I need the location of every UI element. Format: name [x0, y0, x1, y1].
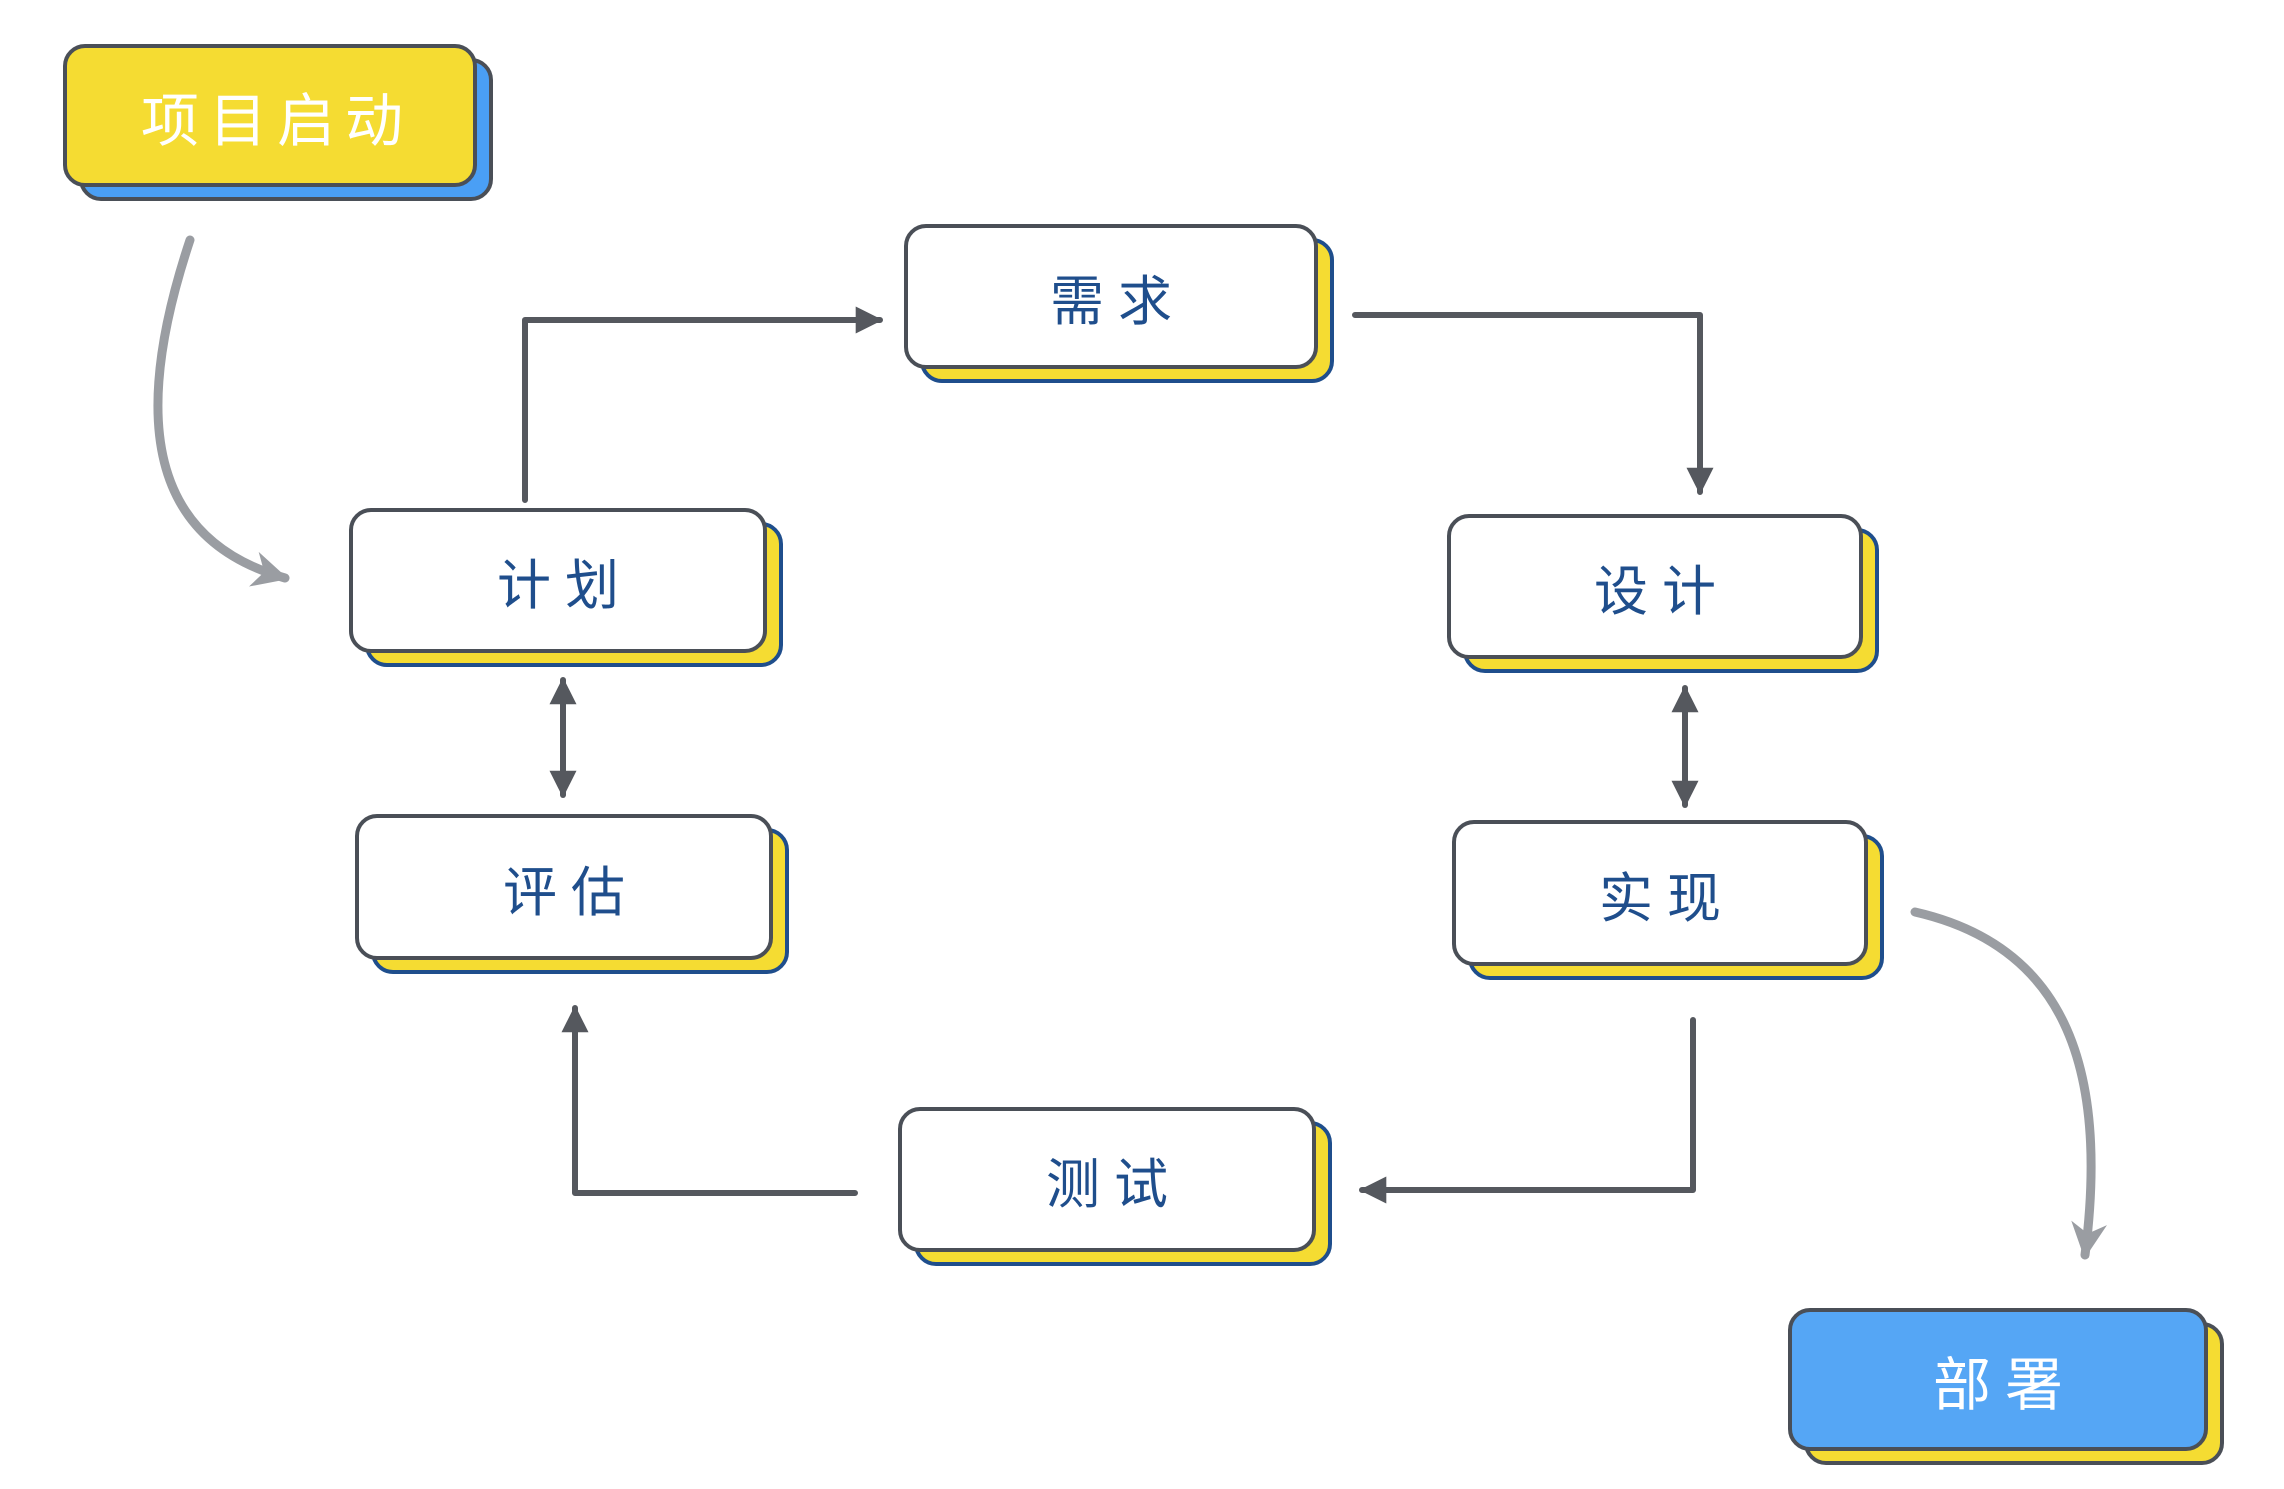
node-design: 设计	[1447, 514, 1879, 673]
node-box: 评估	[355, 814, 773, 960]
arrow-start-to-plan	[153, 235, 290, 587]
node-box: 测试	[898, 1107, 1316, 1252]
node-implement-label: 实现	[1599, 866, 1735, 930]
node-start: 项目启动	[63, 44, 493, 201]
node-box: 项目启动	[63, 44, 477, 187]
arrow-requirements-to-design	[1352, 312, 1714, 495]
arrow-implement-to-test	[1359, 1017, 1696, 1204]
node-box: 计划	[349, 508, 767, 653]
node-test-label: 测试	[1046, 1153, 1182, 1216]
node-box: 实现	[1452, 820, 1868, 966]
arrow-implement-to-deploy	[1910, 907, 2107, 1260]
node-box: 设计	[1447, 514, 1863, 659]
node-plan-label: 计划	[497, 554, 633, 617]
node-plan: 计划	[349, 508, 783, 667]
arrow-test-to-evaluate	[561, 1005, 858, 1196]
node-requirements-label: 需求	[1050, 270, 1186, 333]
node-deploy-label: 部署	[1932, 1350, 2077, 1419]
node-design-label: 设计	[1594, 560, 1730, 623]
node-test: 测试	[898, 1107, 1332, 1266]
node-evaluate-label: 评估	[503, 860, 639, 924]
node-requirements: 需求	[904, 224, 1334, 383]
node-box: 需求	[904, 224, 1318, 369]
node-evaluate: 评估	[355, 814, 789, 974]
node-deploy: 部署	[1788, 1308, 2224, 1465]
node-box: 部署	[1788, 1308, 2208, 1451]
arrow-plan-to-requirements	[522, 306, 883, 503]
node-implement: 实现	[1452, 820, 1884, 980]
node-start-label: 项目启动	[140, 86, 413, 155]
